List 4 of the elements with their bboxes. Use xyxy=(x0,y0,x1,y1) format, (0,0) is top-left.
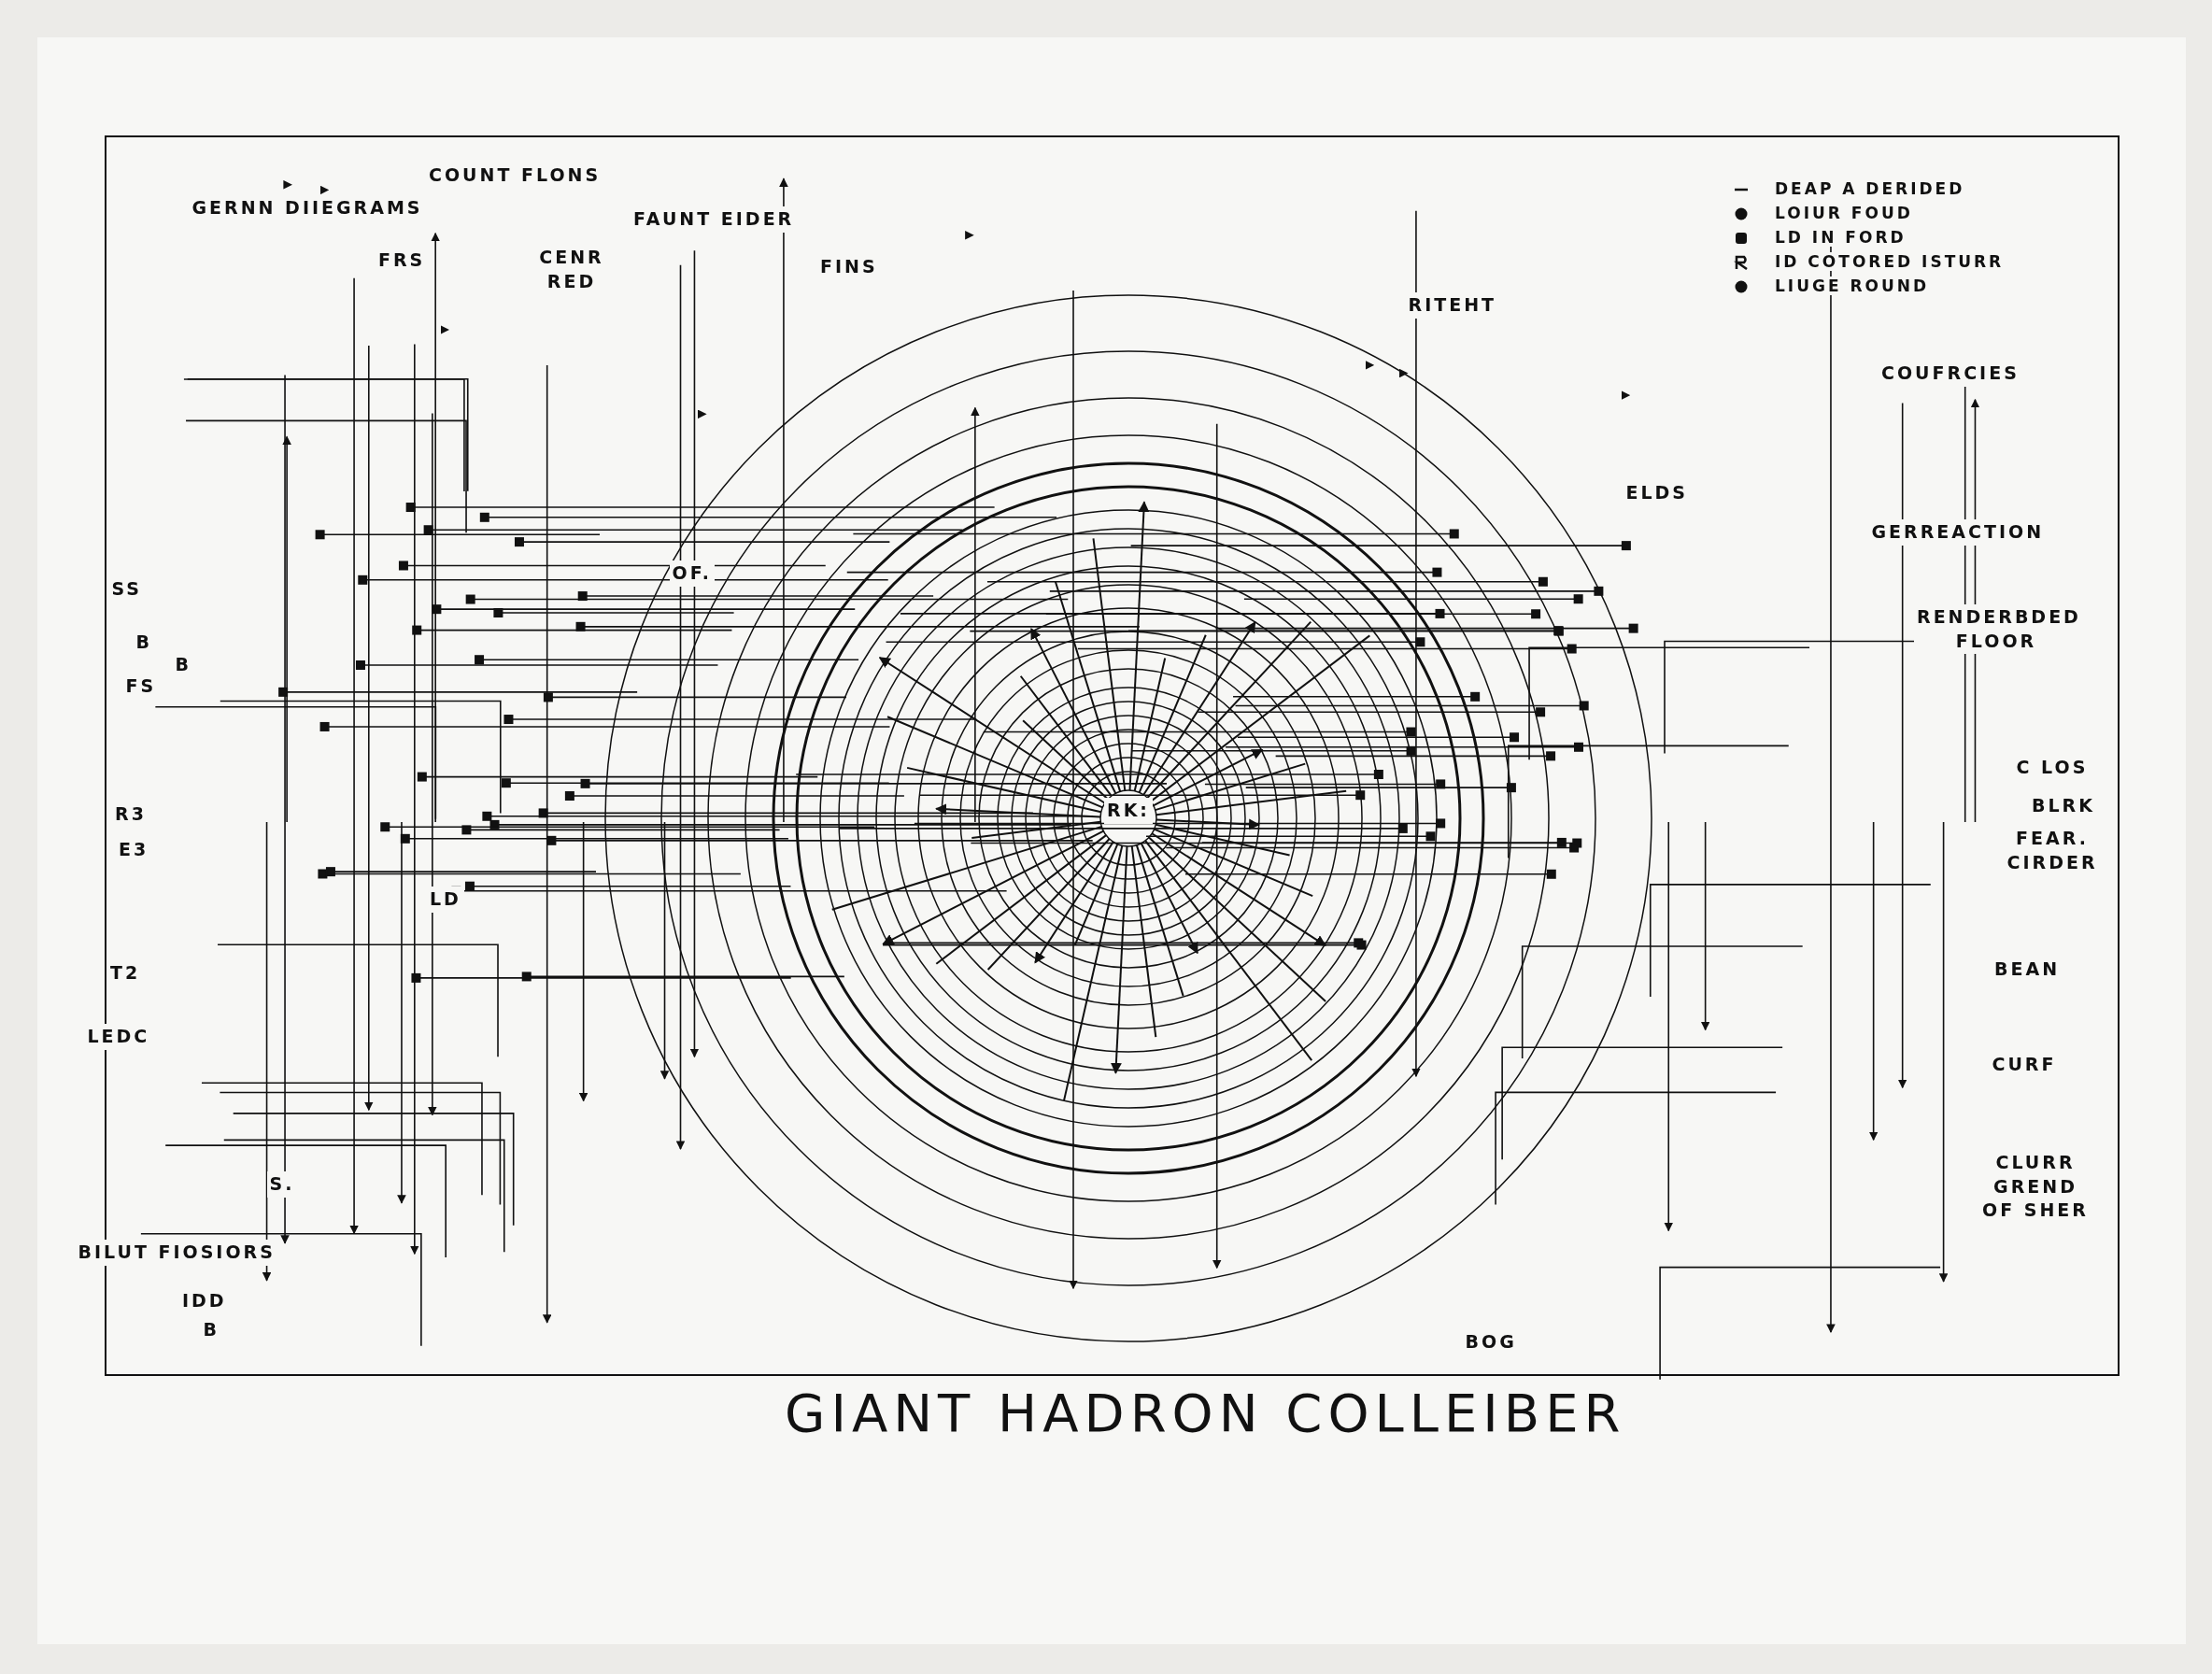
text-label: OF. xyxy=(669,560,716,587)
title: GIANT HADRON COLLEIBER xyxy=(785,1383,1626,1443)
text-label: RENDERBDED FLOOR xyxy=(1914,604,2078,655)
text-label: RK: xyxy=(1104,798,1153,824)
